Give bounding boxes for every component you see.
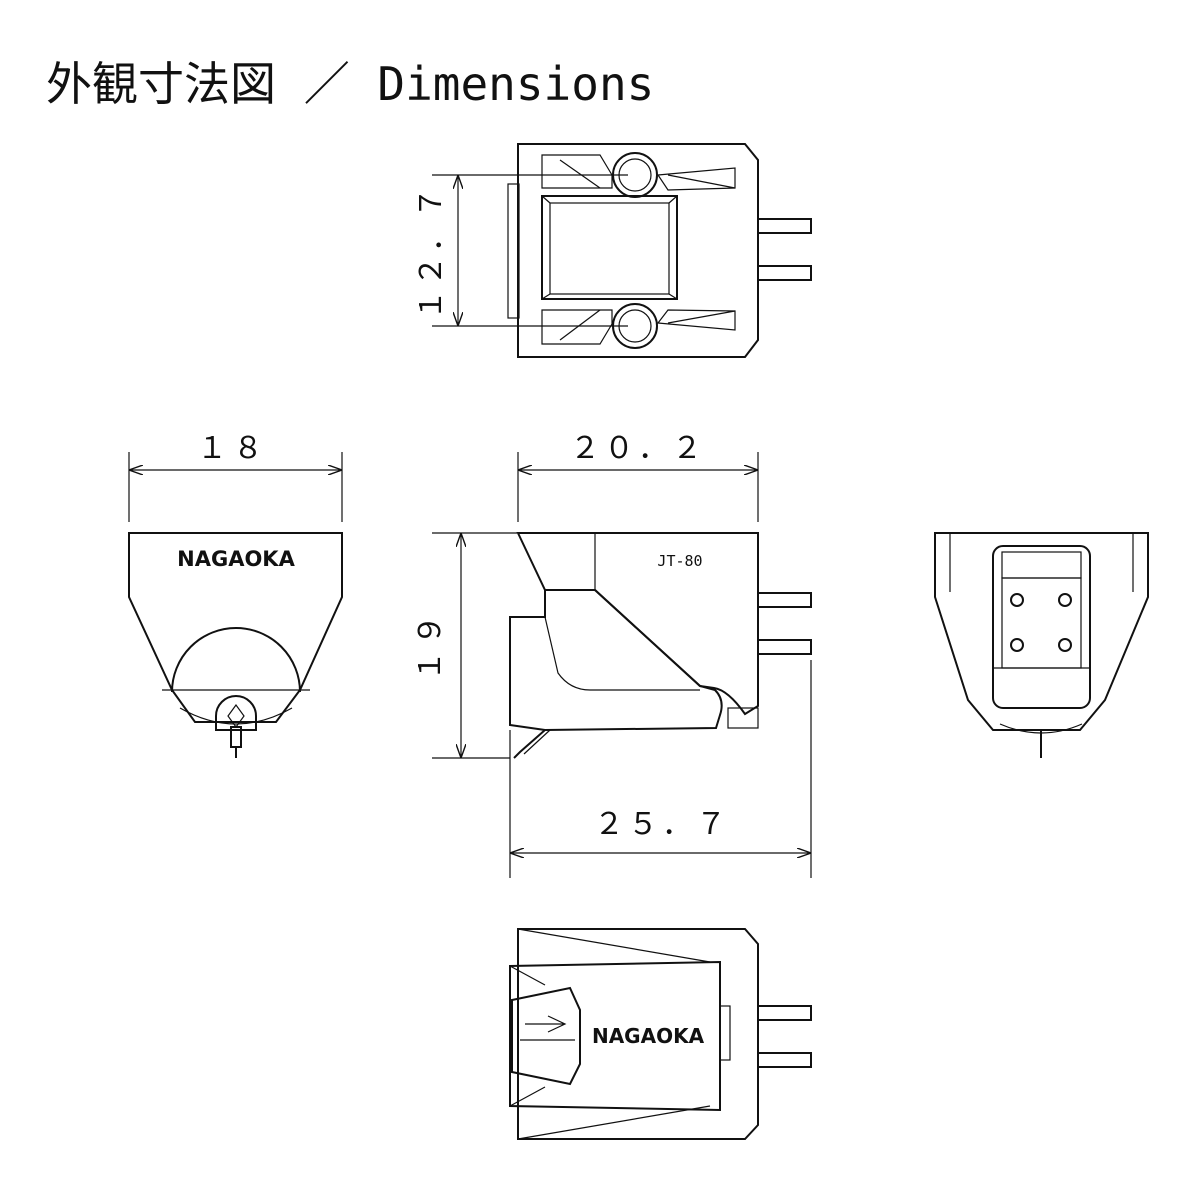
rear-view [934, 532, 1149, 758]
dim-height: １９ [413, 609, 448, 681]
front-view: １８ NAGAOKA [128, 431, 343, 758]
brand-logo-bottom: NAGAOKA [592, 1024, 705, 1048]
dim-pin-spacing: １２．７ [414, 184, 449, 320]
bottom-view: NAGAOKA [509, 928, 812, 1140]
model-label: JT-80 [657, 552, 702, 570]
brand-logo-front: NAGAOKA [177, 547, 295, 571]
dim-overall-length: ２５．７ [594, 807, 730, 842]
drawing-title: 外観寸法図 ／ Dimensions [46, 57, 654, 111]
top-view: １２．７ [414, 143, 812, 358]
dim-front-width: １８ [197, 431, 269, 466]
side-view: ２０．２ １９ JT-80 ２５．７ [413, 431, 812, 878]
dim-body-length: ２０．２ [570, 431, 706, 466]
